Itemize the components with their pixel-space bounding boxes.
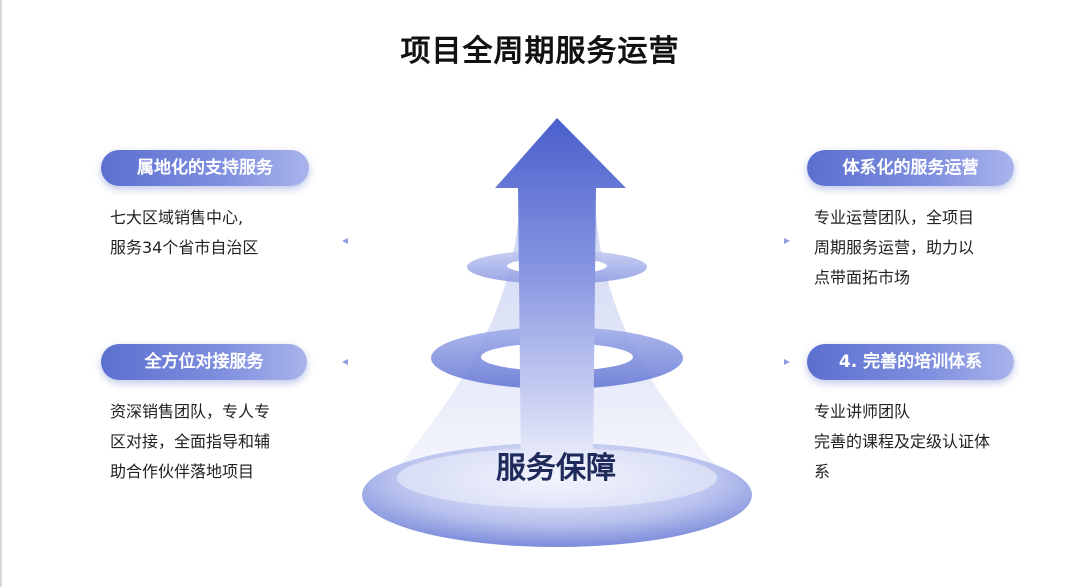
right-item-2-line-3: 系 xyxy=(814,462,831,481)
right-item-1-description: 专业运营团队，全项目 周期服务运营，助力以 点带面拓市场 xyxy=(814,203,974,293)
page-border xyxy=(0,0,2,587)
left-item-1-label: 属地化的支持服务 xyxy=(101,150,309,186)
right-item-1-label: 体系化的服务运营 xyxy=(807,150,1014,186)
right-item-1-line-3: 点带面拓市场 xyxy=(814,268,911,287)
right-item-1-line-1: 专业运营团队，全项目 xyxy=(814,208,975,227)
right-item-2-description: 专业讲师团队 完善的课程及定级认证体 系 xyxy=(814,397,990,487)
center-label: 服务保障 xyxy=(496,451,616,486)
left-item-2-description: 资深销售团队，专人专 区对接，全面指导和辅 助合作伙伴落地项目 xyxy=(110,397,270,487)
left-item-2-line-3: 助合作伙伴落地项目 xyxy=(110,462,255,481)
left-item-1-line-2: 服务34个省市自治区 xyxy=(110,238,259,257)
left-item-2-label: 全方位对接服务 xyxy=(101,344,307,380)
right-item-2-line-1: 专业讲师团队 xyxy=(814,402,911,421)
left-item-1-description: 七大区域销售中心, 服务34个省市自治区 xyxy=(110,203,258,263)
up-arrow-icon xyxy=(495,118,626,470)
right-item-1-line-2: 周期服务运营，助力以 xyxy=(814,238,975,257)
left-item-2-line-1: 资深销售团队，专人专 xyxy=(110,402,271,421)
page-title: 项目全周期服务运营 xyxy=(400,34,680,69)
right-item-2-label: 4. 完善的培训体系 xyxy=(807,344,1014,380)
left-item-2-line-2: 区对接，全面指导和辅 xyxy=(110,432,271,451)
left-item-1-line-1: 七大区域销售中心, xyxy=(110,208,244,227)
right-item-2-line-2: 完善的课程及定级认证体 xyxy=(814,432,991,451)
